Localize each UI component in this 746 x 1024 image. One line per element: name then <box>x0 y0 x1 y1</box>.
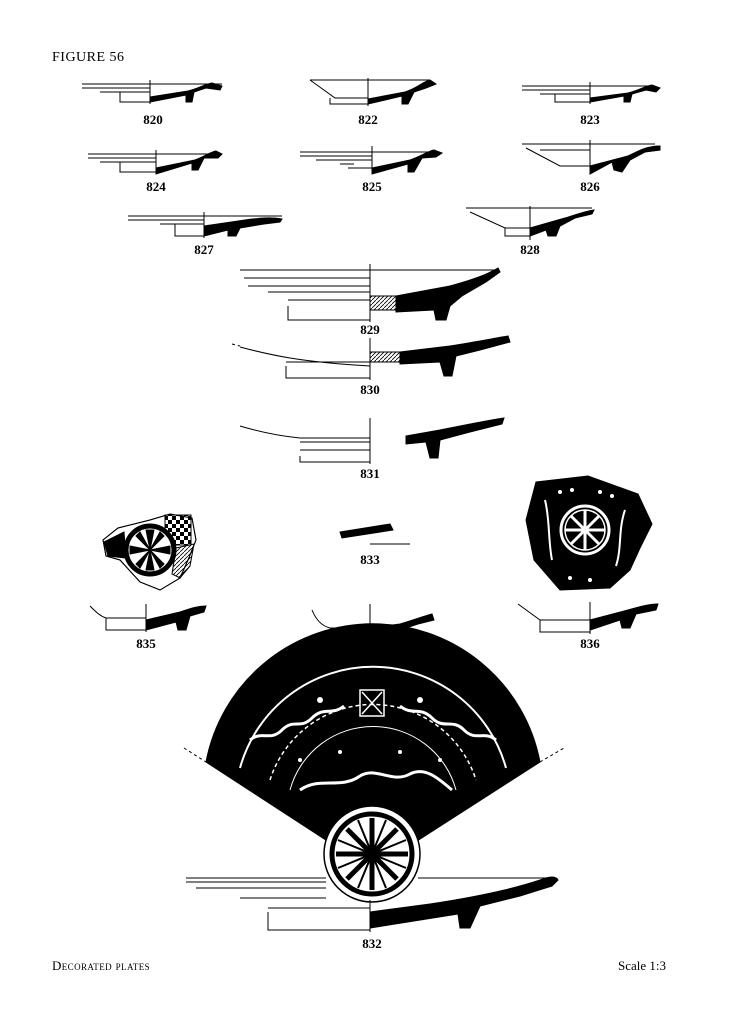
figure-caption: Decorated plates <box>52 958 151 973</box>
figure-title: FIGURE 56 <box>52 50 125 65</box>
item-label-829: 829 <box>360 322 380 337</box>
profile-832 <box>186 876 559 932</box>
item-label-834: 834 <box>360 636 380 651</box>
profile-824 <box>88 150 223 175</box>
item-label-831: 831 <box>360 466 380 481</box>
profile-829 <box>240 264 501 322</box>
profile-835 <box>89 604 207 632</box>
item-label-835: 835 <box>136 636 156 651</box>
profile-830 <box>231 335 511 380</box>
item-label-830: 830 <box>360 382 380 397</box>
profile-828 <box>466 206 595 240</box>
plate-832-decoration <box>183 623 565 903</box>
item-label-826: 826 <box>580 179 600 194</box>
fragment-835 <box>102 513 197 591</box>
profile-836-section <box>517 602 659 634</box>
item-label-827: 827 <box>194 242 214 257</box>
profile-825 <box>300 146 444 175</box>
item-label-824: 824 <box>146 179 166 194</box>
profile-822 <box>309 78 438 106</box>
profile-820 <box>82 80 223 104</box>
profile-826 <box>522 140 661 175</box>
fragment-836 <box>525 475 653 591</box>
item-label-832: 832 <box>362 936 382 951</box>
item-label-823: 823 <box>580 112 600 127</box>
sherd-833 <box>339 523 410 545</box>
item-label-825: 825 <box>362 179 382 194</box>
profile-831 <box>239 417 505 464</box>
item-label-820: 820 <box>143 112 163 127</box>
profile-823 <box>522 82 661 104</box>
item-label-836: 836 <box>580 636 600 651</box>
scale-note: Scale 1:3 <box>617 958 666 973</box>
item-label-833: 833 <box>360 552 380 567</box>
item-label-828: 828 <box>520 242 540 257</box>
item-label-822: 822 <box>358 112 378 127</box>
profile-827 <box>128 212 283 238</box>
